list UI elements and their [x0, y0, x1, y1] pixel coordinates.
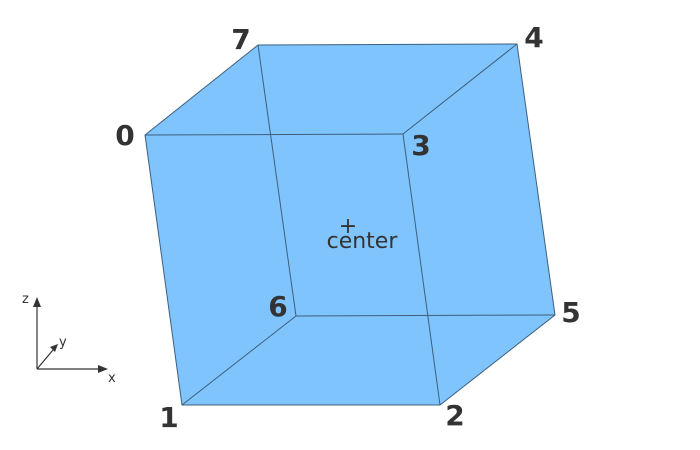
vertex-label-1: 1: [159, 401, 178, 434]
vertex-label-2: 2: [445, 399, 464, 432]
y-axis-line: [36, 349, 54, 370]
z-axis-arrowhead: [33, 297, 41, 307]
axes-gizmo: z y x: [22, 292, 116, 386]
vertex-label-4: 4: [524, 21, 543, 54]
edge-6-1: [181, 315, 297, 406]
center-label: center: [327, 229, 399, 254]
edge-3-2: [402, 133, 441, 406]
x-axis-label: x: [108, 371, 116, 386]
z-axis-label: z: [22, 292, 29, 307]
edge-0-3: [144, 133, 404, 136]
vertex-label-0: 0: [115, 119, 134, 152]
vertex-label-3: 3: [411, 129, 430, 162]
x-axis-arrowhead: [98, 365, 108, 373]
edge-6-5: [295, 314, 556, 317]
y-axis-arrowhead: [50, 344, 58, 352]
edge-3-4: [402, 43, 518, 135]
center-marker: +: [339, 214, 357, 239]
vertex-label-6: 6: [268, 290, 287, 323]
vertex-label-7: 7: [231, 23, 250, 56]
y-axis-label: y: [59, 335, 67, 350]
vertex-label-5: 5: [561, 296, 580, 329]
edge-7-6: [257, 44, 297, 317]
